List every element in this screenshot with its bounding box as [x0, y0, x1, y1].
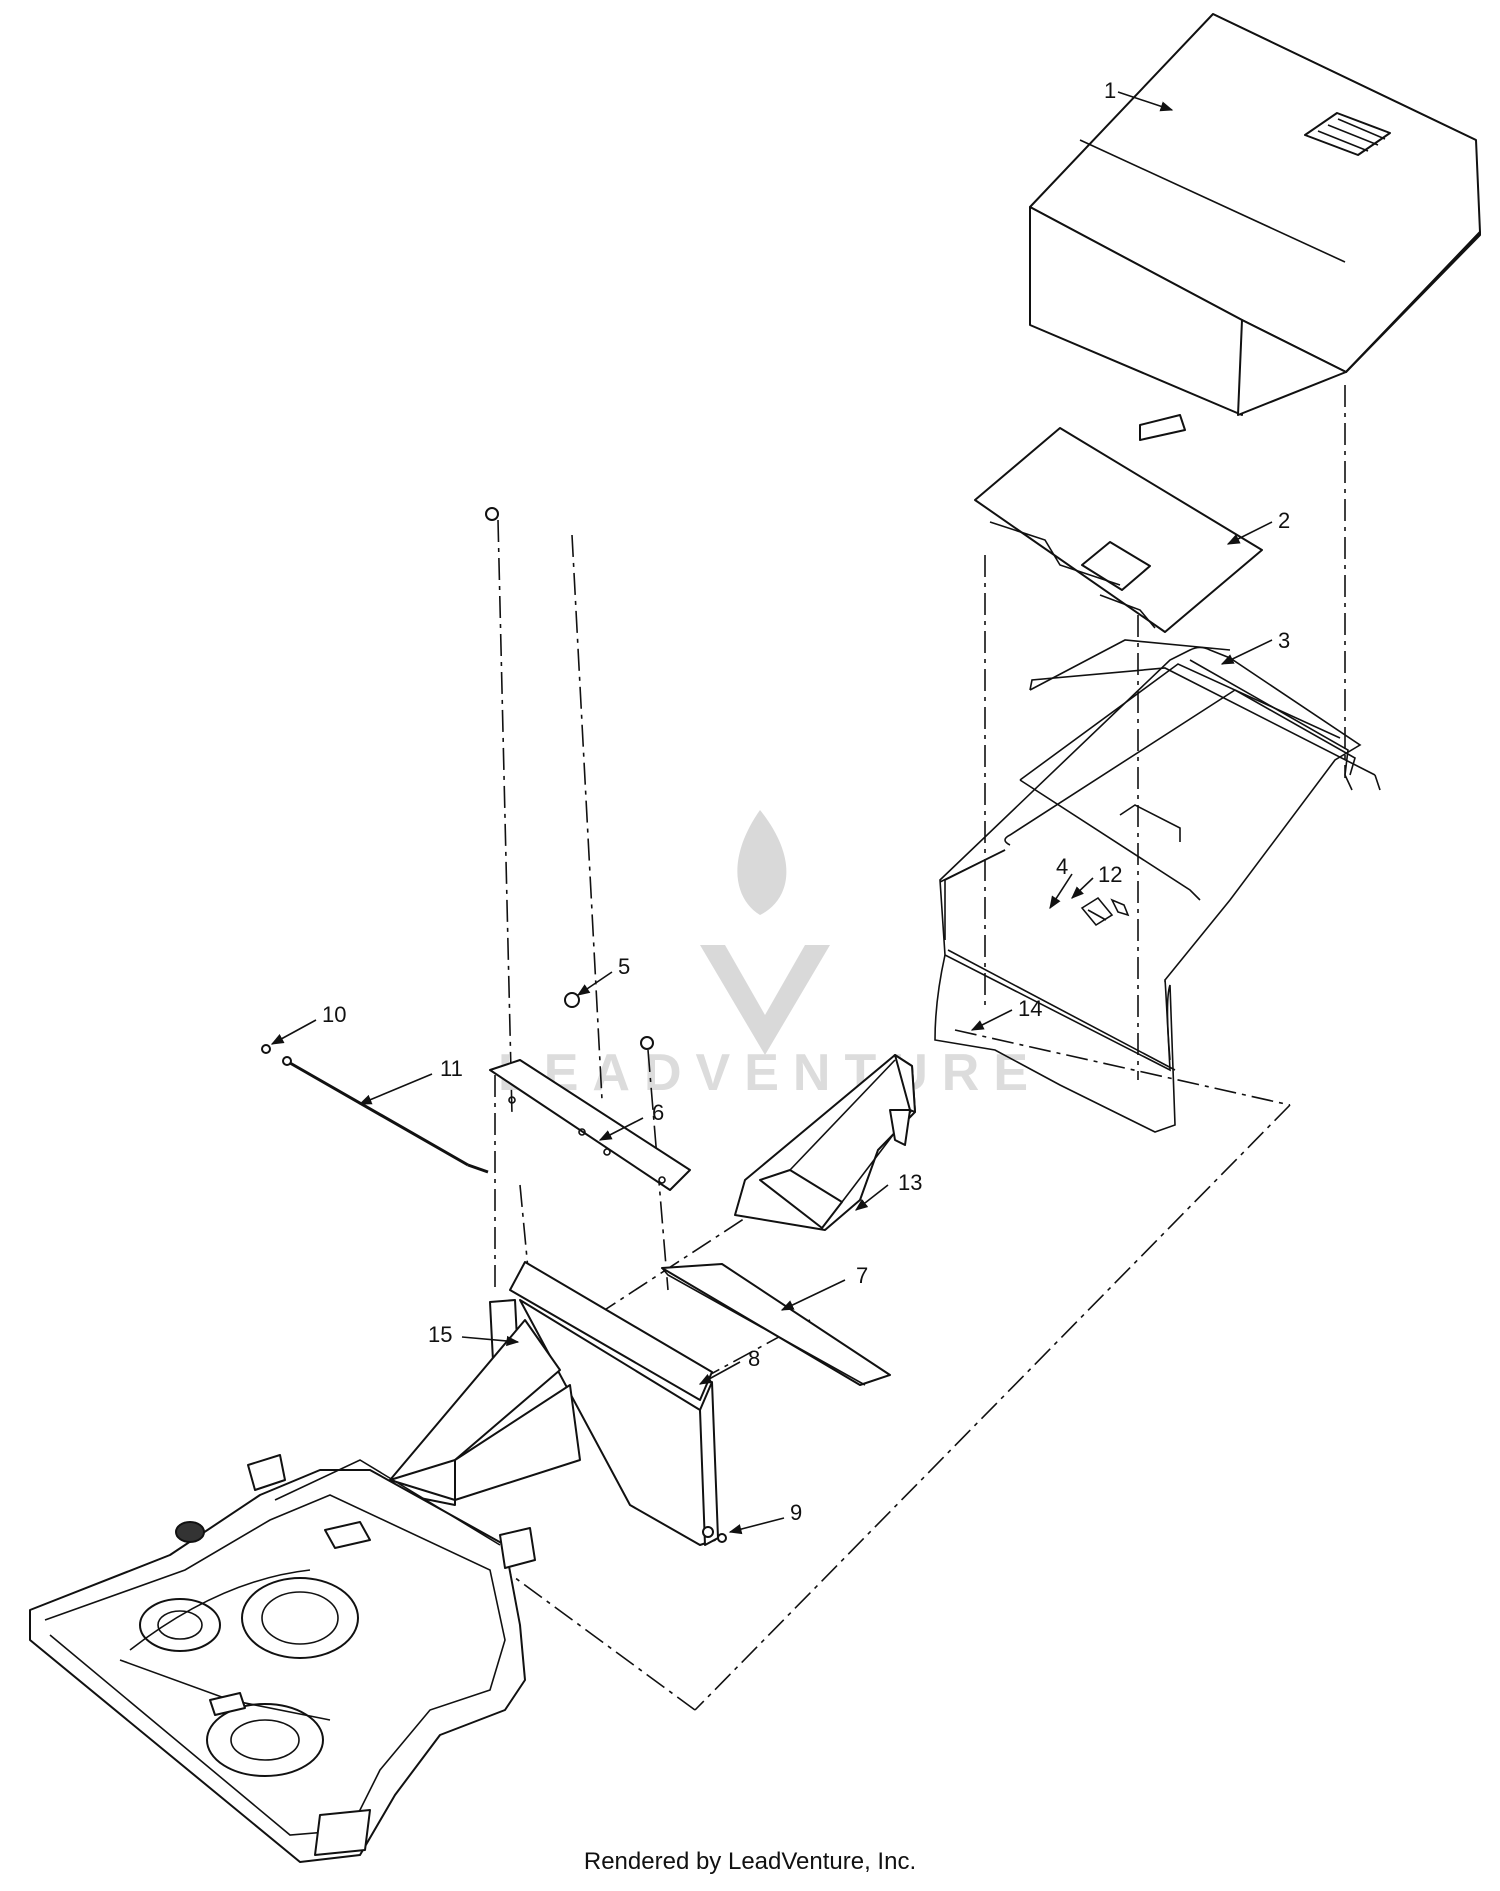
- callout-10: 10: [322, 1002, 346, 1027]
- logo-chevron-icon: [700, 945, 830, 1055]
- callout-2: 2: [1278, 508, 1290, 533]
- callout-14: 14: [1018, 996, 1042, 1021]
- callout-15: 15: [428, 1322, 452, 1347]
- callout-numbers: 1 2 3 4 5 6 7 8 9 10 11 12 13 14 15: [322, 78, 1290, 1525]
- part-9-nut: [702, 1526, 727, 1543]
- callout-9: 9: [790, 1500, 802, 1525]
- callout-4: 4: [1056, 854, 1068, 879]
- callout-8: 8: [748, 1346, 760, 1371]
- callout-11: 11: [440, 1056, 463, 1081]
- part-5-fasteners: [485, 507, 654, 1050]
- part-6-plate: [489, 1059, 691, 1191]
- callout-12: 12: [1098, 862, 1122, 887]
- callout-3: 3: [1278, 628, 1290, 653]
- callout-1: 1: [1104, 78, 1116, 103]
- callout-7: 7: [856, 1263, 868, 1288]
- part-3-bag-frame: [934, 639, 1381, 1133]
- part-7-deflector: [661, 1263, 891, 1386]
- part-12-clip: [1110, 898, 1130, 917]
- callout-13: 13: [898, 1170, 922, 1195]
- callout-6: 6: [652, 1100, 664, 1125]
- part-10-nut: [261, 1044, 271, 1054]
- part-4-spring: [1080, 896, 1114, 927]
- part-1-bag-cover: [1029, 13, 1481, 416]
- watermark-text: LEADVENTURE: [498, 1044, 1042, 1102]
- part-13-chute: [734, 1054, 916, 1231]
- footer-credit: Rendered by LeadVenture, Inc.: [583, 1848, 917, 1875]
- part-11-rod: [282, 1056, 489, 1174]
- flame-icon: [737, 810, 787, 915]
- mower-deck: [29, 1454, 536, 1863]
- watermark: LEADVENTURE: [498, 810, 1042, 1102]
- callout-5: 5: [618, 954, 630, 979]
- part-2-plate: [974, 414, 1263, 633]
- callout-leaders: [270, 91, 1273, 1535]
